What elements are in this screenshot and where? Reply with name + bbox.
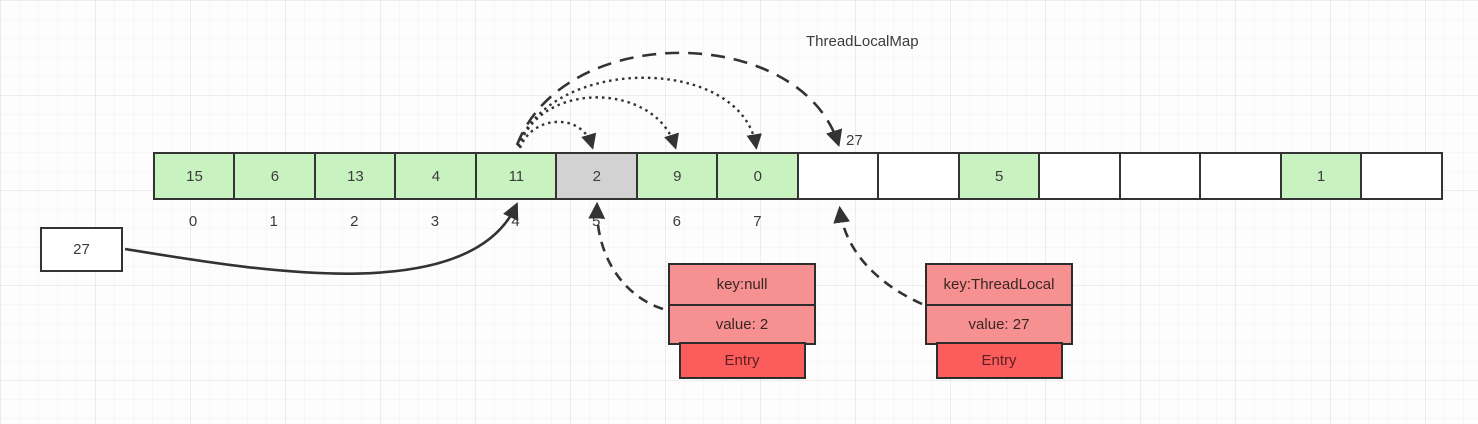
array-cell: 2	[555, 152, 639, 200]
index-label: 1	[269, 213, 278, 230]
probe-arc-to-cell6	[517, 96, 679, 150]
array-cell: 9	[635, 152, 719, 200]
entry-footer: Entry	[678, 342, 806, 379]
probe-arc-to-cell8	[515, 51, 843, 148]
array-cell: 11	[474, 152, 558, 200]
diagram-title: ThreadLocalMap	[806, 33, 919, 50]
entry-footer: Entry	[935, 342, 1063, 379]
entry-box-stale: key:null value: 2 Entry	[668, 263, 816, 379]
array-cell: 13	[313, 152, 397, 200]
index-label: 0	[188, 213, 198, 230]
entry-arrow-to-cell8	[833, 205, 923, 306]
hash-source-box: 27	[40, 227, 123, 272]
index-label: 2	[350, 213, 359, 230]
index-label: 4	[511, 213, 520, 230]
array-cell: 6	[233, 152, 317, 200]
probe-value-label: 27	[846, 132, 863, 149]
index-label: 6	[672, 213, 681, 230]
index-label: 7	[753, 213, 762, 230]
array-cell: 1	[1279, 152, 1363, 200]
probe-arc-to-cell5	[518, 120, 597, 150]
array-cell: 0	[716, 152, 800, 200]
hash-source-value: 27	[73, 241, 90, 258]
entry-box-threadlocal: key:ThreadLocal value: 27 Entry	[925, 263, 1073, 379]
index-label: 3	[430, 213, 440, 230]
array-cell	[1360, 152, 1443, 200]
probe-arc-to-cell7	[516, 76, 762, 150]
entry-key-row: key:ThreadLocal	[925, 263, 1073, 306]
array-cell: 4	[394, 152, 478, 200]
index-label: 5	[591, 213, 601, 230]
array-cell	[1118, 152, 1202, 200]
array-cell	[877, 152, 961, 200]
array-cell	[1199, 152, 1283, 200]
entry-value-row: value: 2	[668, 303, 816, 345]
array-cell	[1038, 152, 1122, 200]
entry-key-row: key:null	[668, 263, 816, 306]
entry-value-row: value: 27	[925, 303, 1073, 345]
array-cell: 15	[153, 152, 236, 200]
array-cell: 5	[957, 152, 1041, 200]
array-cell	[796, 152, 880, 200]
